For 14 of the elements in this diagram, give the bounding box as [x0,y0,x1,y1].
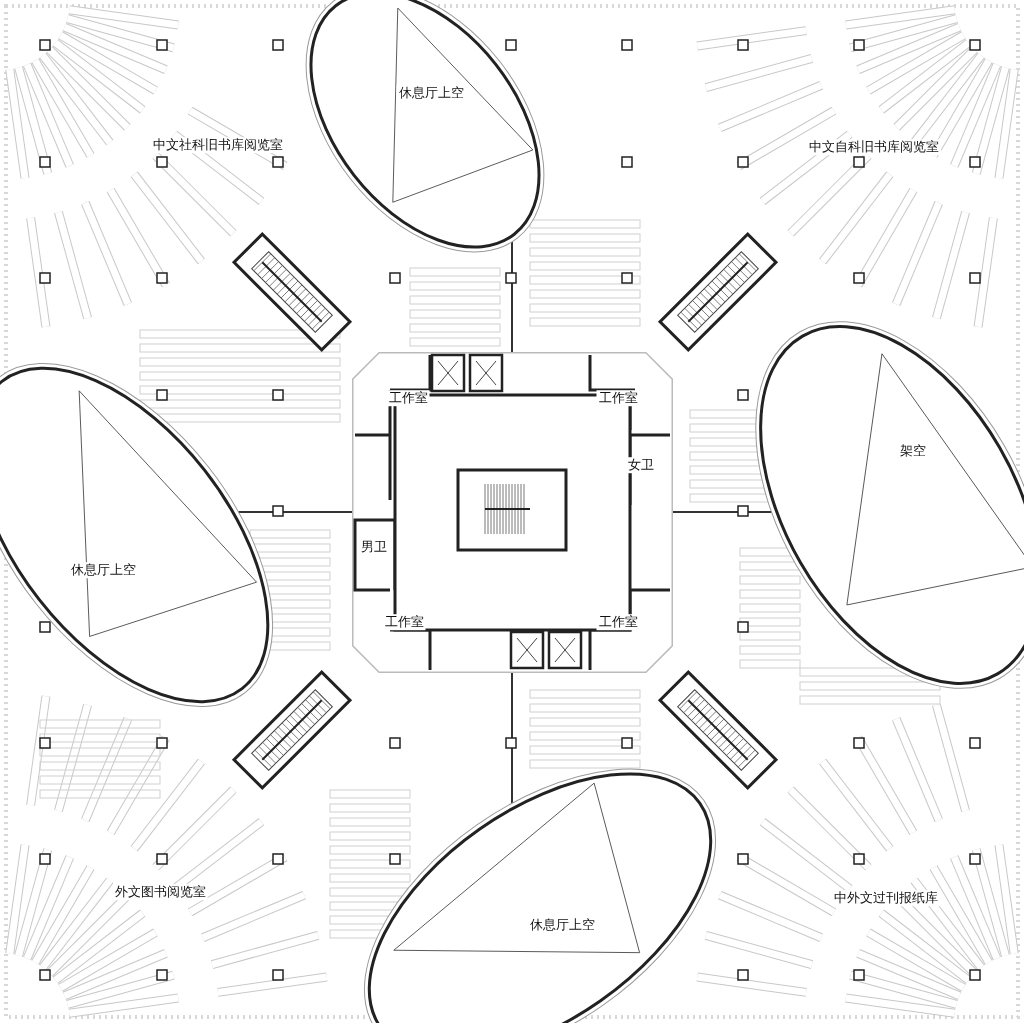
room-label: 工作室 [386,390,430,406]
room-label: 休息厅上空 [396,85,466,101]
room-label: 工作室 [596,390,640,406]
room-label: 休息厅上空 [68,562,138,578]
room-label: 外文图书阅览室 [112,884,208,900]
room-label: 工作室 [382,614,426,630]
room-label: 工作室 [596,614,640,630]
room-label: 女卫 [626,457,656,473]
room-label: 中文社科旧书库阅览室 [151,137,285,153]
room-label: 中外文过刊报纸库 [832,890,940,906]
room-label: 男卫 [359,539,389,555]
room-label: 架空 [898,443,928,459]
room-label: 休息厅上空 [527,917,597,933]
room-label: 中文自科旧书库阅览室 [807,139,941,155]
